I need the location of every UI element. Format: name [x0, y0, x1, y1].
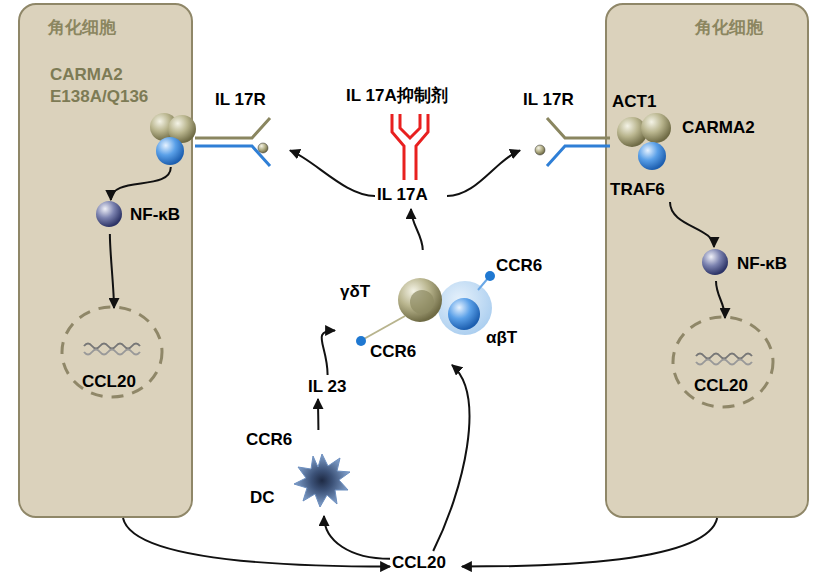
dendritic-cell-node: CCR6DC: [240, 430, 352, 516]
arrow-connector: [324, 516, 390, 559]
arrow-connector: [716, 281, 725, 318]
arrow-connector: [411, 209, 423, 250]
node-text: αβT: [486, 328, 517, 348]
node-text: CCR6: [246, 430, 292, 450]
arrow-connector: [322, 331, 335, 376]
node-text: IL 23: [308, 377, 346, 397]
carma2-sphere: [150, 113, 178, 141]
node-text: IL 17R: [215, 90, 266, 110]
node-text: CARMA2: [682, 118, 755, 138]
node-text: CCR6: [370, 342, 416, 362]
arrow-connector: [111, 167, 171, 200]
nfkb-node: NF-κB: [97, 200, 189, 234]
ccr6-stalk: [478, 277, 489, 290]
node-text: IL 17R: [523, 90, 574, 110]
receptor-chain: [195, 118, 270, 138]
dna-strand: [84, 344, 140, 349]
receptor-chain: [195, 146, 270, 166]
gdt-cell: [398, 278, 442, 322]
nucleus: CCL20: [62, 308, 166, 400]
node-text: DC: [250, 488, 275, 508]
antibody-symbol: [392, 114, 428, 180]
ccr6-dot: [485, 271, 495, 281]
dna-strand: [696, 360, 752, 365]
node-text: CCL20: [694, 376, 748, 396]
cytokine: IL 23: [306, 375, 354, 399]
arrow-connector: [433, 365, 469, 551]
arrow-connector: [123, 518, 390, 567]
keratinocyte-cell: 角化细胞 CARMA2 E138A/Q136NF-κB CCL20: [18, 3, 193, 518]
dna-strand: [84, 350, 140, 355]
node-text: CCR6: [496, 256, 542, 276]
abt-nucleus: [448, 298, 480, 330]
arrow-connector: [462, 518, 717, 567]
receptor: IL 17R: [520, 88, 608, 166]
abt-cell: [438, 281, 492, 335]
ligand-dot: [258, 143, 268, 153]
node-text: NF-κB: [737, 254, 787, 274]
node-text: IL 17A: [377, 185, 428, 205]
node-text: 角化细胞: [48, 18, 116, 38]
node-text: 角化细胞: [695, 18, 763, 38]
ccr6-stalk: [362, 316, 405, 340]
node-text: γδT: [340, 282, 370, 302]
node-text: TRAF6: [610, 180, 665, 200]
chemokine: CCL20: [390, 551, 462, 577]
node-text: ACT1: [612, 92, 656, 112]
ligand-dot: [535, 145, 545, 155]
node-text: CCL20: [82, 372, 136, 392]
receptor: IL 17R: [205, 88, 290, 166]
traf6-sphere: [156, 137, 184, 165]
arrow-connector: [447, 150, 520, 196]
ccr6-dot: [356, 336, 366, 346]
nucleus-outline: [62, 307, 162, 397]
cytokine: IL 17A: [375, 183, 447, 209]
gdt-nucleus: [410, 290, 434, 314]
nfkb-sphere: [96, 201, 122, 227]
node-text: CARMA2 E138A/Q136: [50, 64, 162, 108]
nfkb-node: NF-κB: [699, 247, 799, 281]
dna-strand: [696, 354, 752, 359]
traf6-sphere: [638, 142, 666, 170]
nucleus: CCL20: [672, 318, 778, 410]
t-cell-group: CCR6γδTαβTCCR6: [335, 250, 530, 365]
receptor-chain: [547, 118, 610, 138]
act1-sphere: [168, 115, 196, 143]
arrow-connector: [110, 234, 114, 308]
free-label: IL 17A抑制剂: [346, 86, 448, 106]
node-text: NF-κB: [130, 205, 180, 225]
keratinocyte-cell: 角化细胞 ACT1CARMA2TRAF6NF-κB CCL20: [605, 3, 809, 518]
receptor-chain: [547, 146, 610, 166]
dendritic-cell: [294, 454, 350, 507]
arrow-connector: [290, 150, 375, 196]
act1-sphere: [617, 117, 647, 147]
nfkb-sphere: [702, 249, 728, 275]
arrow-connector: [670, 202, 714, 247]
protein-complex: ACT1CARMA2TRAF6: [610, 90, 760, 202]
carma2-sphere: [641, 113, 671, 143]
nucleus-outline: [673, 317, 773, 407]
node-text: CCL20: [392, 553, 446, 573]
protein-complex: CARMA2 E138A/Q136: [46, 62, 206, 167]
arrow-connector: [317, 399, 319, 430]
